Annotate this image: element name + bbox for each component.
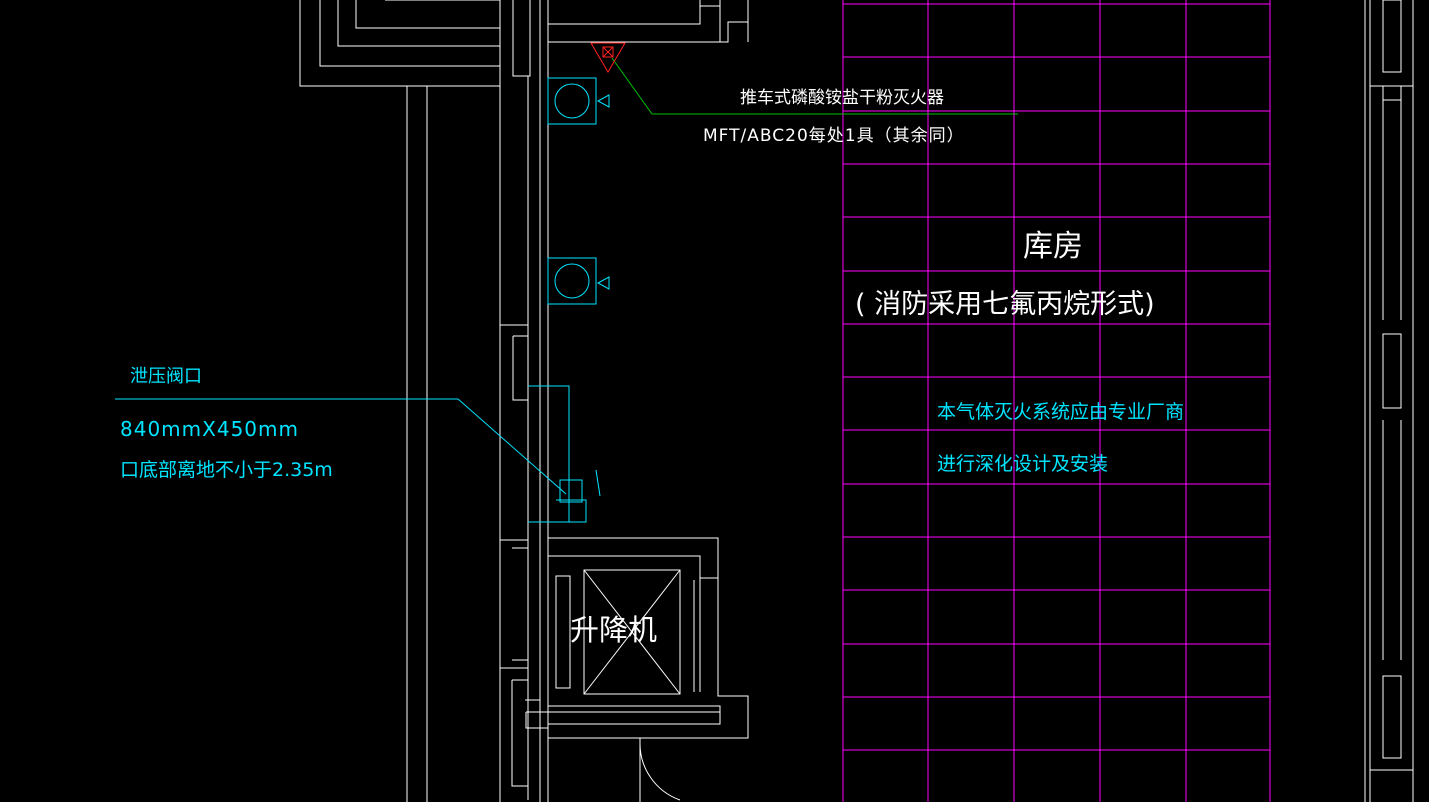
lift-label: 升降机 [570,613,657,647]
walls [299,0,1414,802]
relief-vent-size: 840mmX450mm [120,417,299,441]
relief-vent-height-note: 口底部离地不小于2.35m [120,459,333,481]
door-swing-icon [639,741,681,801]
gas-system-note-line2: 进行深化设计及安装 [937,453,1108,475]
fire-extinguisher-icon [547,257,610,305]
fire-extinguisher-icon [547,77,610,125]
extinguisher-spec: MFT/ABC20每处1具（其余同） [703,126,965,146]
pressure-relief-vent-icon [528,385,601,523]
storeroom-grid [842,0,1271,802]
extinguisher-title: 推车式磷酸铵盐干粉灭火器 [740,88,944,108]
extinguisher-leader [590,42,1018,115]
storeroom-name: 库房 [1023,229,1083,264]
storeroom-fire-method: ( 消防采用七氟丙烷形式) [855,289,1155,320]
relief-vent-label: 泄压阀口 [130,366,202,387]
fire-equipment [115,77,610,523]
gas-system-note-line1: 本气体灭火系统应由专业厂商 [937,401,1184,423]
smoke-detector-icon [590,42,626,73]
